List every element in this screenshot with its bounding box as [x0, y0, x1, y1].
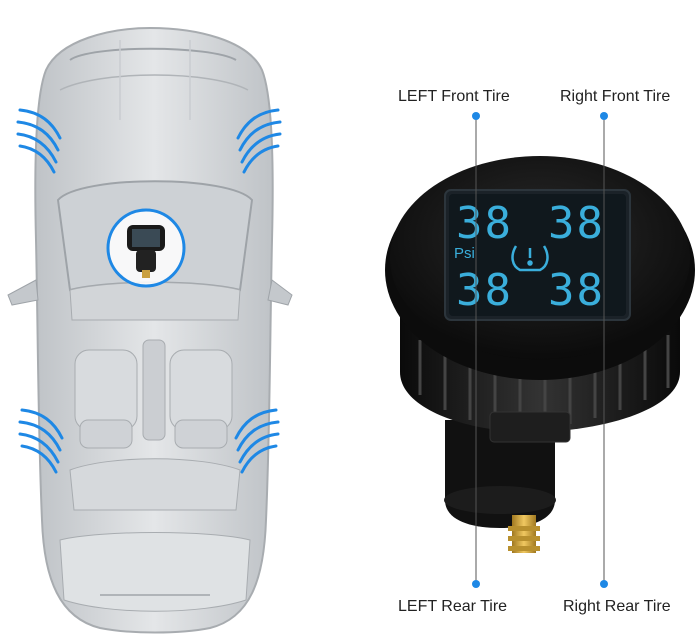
callout-lines	[475, 116, 605, 584]
label-right-rear-tire: Right Rear Tire	[563, 598, 671, 615]
car-top-view	[7, 26, 293, 634]
front-left-signal-icon	[16, 108, 62, 174]
front-right-signal-icon	[236, 108, 282, 174]
tpms-monitor-device	[385, 156, 695, 553]
front-left-pressure-value: 38	[456, 198, 513, 249]
pressure-unit-label: Psi	[454, 245, 475, 262]
rear-right-signal-icon	[234, 408, 280, 474]
dashboard-monitor-highlight	[106, 208, 186, 288]
rear-left-signal-icon	[18, 408, 64, 474]
rear-left-pressure-value: 38	[456, 265, 513, 316]
front-right-pressure-value: 38	[548, 198, 605, 249]
label-right-front-tire: Right Front Tire	[560, 88, 671, 105]
tire-pressure-warning-icon	[511, 245, 549, 272]
label-left-rear-tire: LEFT Rear Tire	[398, 598, 508, 615]
callout-dots	[472, 112, 608, 588]
rear-right-pressure-value: 38	[548, 265, 605, 316]
label-left-front-tire: LEFT Front Tire	[398, 88, 510, 105]
